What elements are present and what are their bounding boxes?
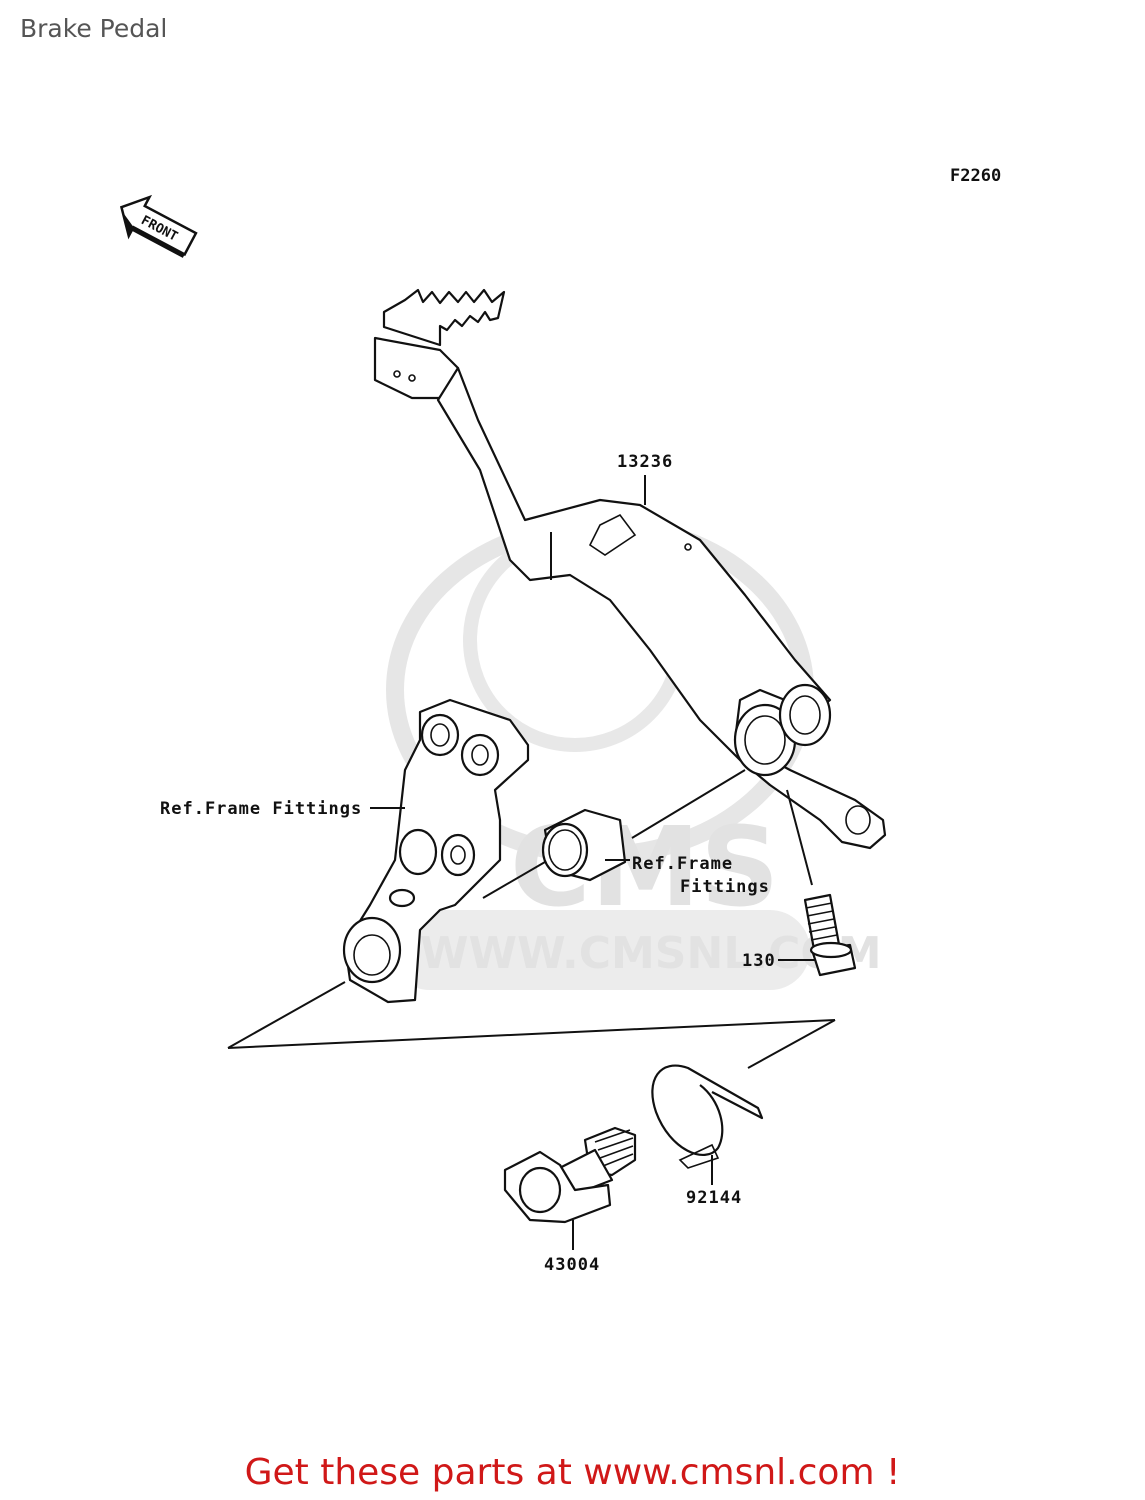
frame-bracket	[342, 698, 530, 1004]
collar-leader-up	[631, 769, 746, 839]
collar-leader-down	[482, 861, 546, 899]
assembly-line-left	[227, 981, 346, 1049]
watermark-url: WWW.CMSNL.COM	[420, 928, 882, 979]
page-title: Brake Pedal	[20, 14, 168, 43]
frame-fittings-right-label-1: Ref.Frame	[632, 854, 733, 874]
spring-part-number: 92144	[686, 1188, 742, 1208]
front-arrow-icon: FRONT	[119, 194, 198, 258]
watermark-banner	[390, 910, 810, 990]
spring-part	[651, 1064, 764, 1169]
pivot-shaft-part-number: 43004	[544, 1255, 600, 1275]
frame-fittings-right-label-2: Fittings	[680, 877, 770, 897]
footer-cta[interactable]: Get these parts at www.cmsnl.com !	[244, 1452, 901, 1493]
assembly-line-right	[747, 1019, 836, 1069]
bolt-part-number: 130	[742, 951, 776, 971]
parts-diagram: CMS WWW.CMSNL.COM F2260 FRONT 13236	[119, 166, 1001, 1275]
bolt-leader	[786, 789, 813, 886]
frame-fittings-left-label: Ref.Frame Fittings	[160, 799, 362, 819]
pivot-collar	[541, 808, 627, 882]
pedal-part-number: 13236	[617, 452, 673, 472]
brake-pedal-part	[373, 288, 887, 850]
pivot-shaft-part	[503, 1126, 637, 1224]
bolt-part	[803, 893, 857, 977]
assembly-line-bottom	[227, 1019, 836, 1049]
figure-code: F2260	[950, 166, 1001, 186]
